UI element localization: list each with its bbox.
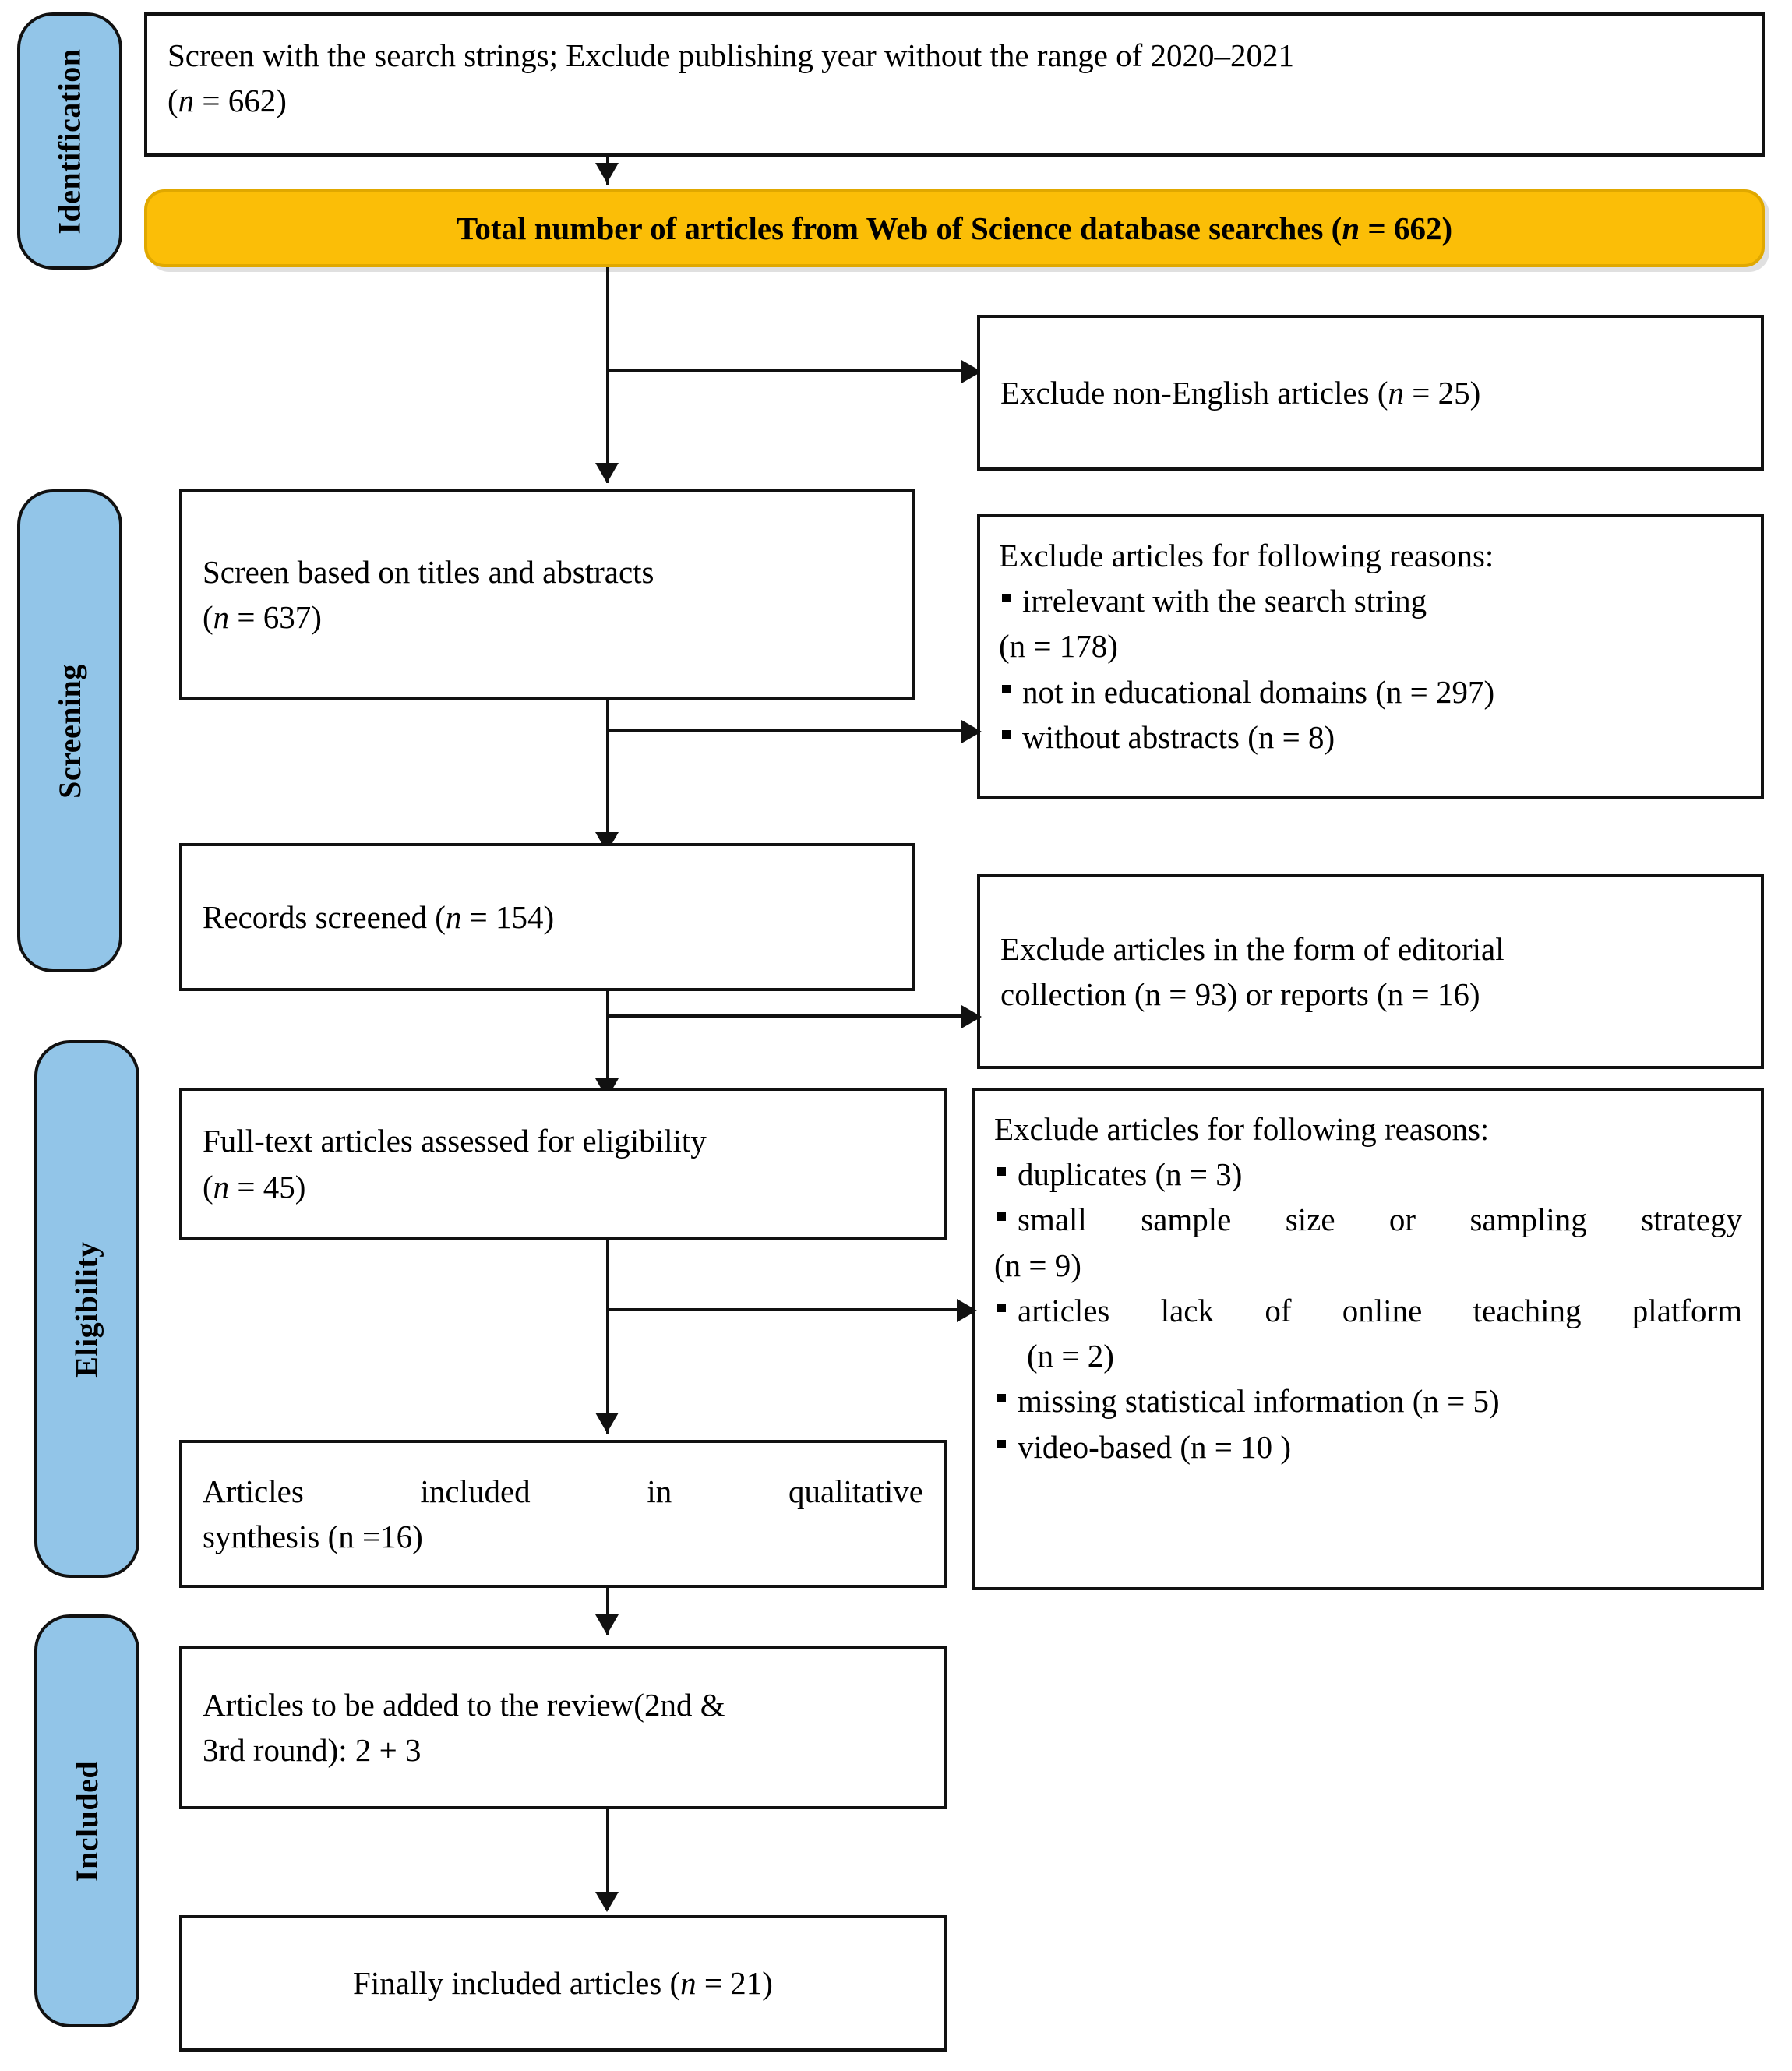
node-exclude-editorial-line2: collection (n = 93) or reports (n = 16)	[1000, 976, 1480, 1012]
connector-total-to-non-english	[606, 369, 974, 372]
node-finally-included-text: Finally included articles (n = 21)	[353, 1960, 773, 2006]
list-item: small sample size or sampling strategy	[994, 1197, 1742, 1242]
node-full-text-line2: (n = 45)	[203, 1164, 923, 1209]
paren-open: (	[203, 1168, 213, 1205]
stage-pill-identification: Identification	[17, 12, 122, 270]
arrowhead-screen-titles-to-exclusions	[961, 720, 982, 743]
node-total-articles-text: Total number of articles from Web of Sci…	[457, 206, 1452, 251]
node-eligibility-exclusions-heading: Exclude articles for following reasons:	[994, 1111, 1490, 1147]
arrowhead-records-to-editorial	[961, 1005, 982, 1028]
node-articles-to-add: Articles to be added to the review(2nd &…	[179, 1646, 947, 1809]
list-item: articles lack of online teaching platfor…	[994, 1288, 1742, 1333]
list-item: without abstracts (n = 8)	[999, 714, 1742, 760]
n-symbol: n	[213, 1168, 230, 1205]
node-search-strings: Screen with the search strings; Exclude …	[144, 12, 1765, 157]
connector-records-to-editorial	[606, 1014, 974, 1018]
count-value: = 662)	[194, 83, 287, 119]
arrowhead-search-to-total	[595, 163, 619, 183]
total-articles-prefix: Total number of articles from Web of Sci…	[456, 210, 1342, 246]
arrowhead-synthesis-to-add	[595, 1614, 619, 1635]
node-qualitative-synthesis-line1: Articles included in qualitative	[203, 1473, 923, 1509]
node-articles-to-add-line1: Articles to be added to the review(2nd &	[203, 1686, 725, 1723]
n-symbol: n	[445, 898, 462, 935]
n-symbol: n	[178, 83, 195, 119]
count-value: = 637)	[229, 599, 322, 635]
node-screen-titles-abstracts: Screen based on titles and abstracts (n …	[179, 489, 915, 700]
count-value: = 45)	[229, 1168, 306, 1205]
node-eligibility-exclusions: Exclude articles for following reasons: …	[972, 1088, 1764, 1590]
node-exclude-non-english-text: Exclude non-English articles (n = 25)	[1000, 370, 1741, 415]
node-exclude-editorial: Exclude articles in the form of editoria…	[977, 874, 1764, 1069]
node-screening-exclusions: Exclude articles for following reasons: …	[977, 514, 1764, 799]
list-item: video-based (n = 10 )	[994, 1424, 1742, 1469]
node-full-text-assessed: Full-text articles assessed for eligibil…	[179, 1088, 947, 1240]
node-qualitative-synthesis-line2: synthesis (n =16)	[203, 1519, 423, 1554]
node-articles-to-add-line2: 3rd round): 2 + 3	[203, 1732, 422, 1768]
arrowhead-total-to-screen-titles	[595, 463, 619, 483]
finally-included-prefix: Finally included articles (	[353, 1965, 681, 2002]
list-item: not in educational domains (n = 297)	[999, 669, 1742, 714]
count-value: = 21)	[696, 1965, 773, 2002]
screening-exclusions-list: irrelevant with the search string (n = 1…	[999, 578, 1742, 760]
node-records-screened: Records screened (n = 154)	[179, 843, 915, 991]
stage-pill-included-label: Included	[69, 1760, 105, 1882]
node-screen-titles-line2: (n = 637)	[203, 594, 892, 640]
node-full-text-line1: Full-text articles assessed for eligibil…	[203, 1123, 707, 1159]
list-item: missing statistical information (n = 5)	[994, 1378, 1742, 1424]
stage-pill-eligibility-label: Eligibility	[69, 1240, 104, 1378]
arrowhead-fulltext-to-synthesis	[595, 1413, 619, 1433]
stage-pill-screening: Screening	[17, 489, 122, 972]
list-item: (n = 9)	[994, 1247, 1081, 1283]
stage-pill-eligibility: Eligibility	[34, 1040, 139, 1578]
connector-fulltext-to-exclusions	[606, 1308, 969, 1311]
arrowhead-add-to-final	[595, 1892, 619, 1912]
list-item: (n = 2)	[1027, 1338, 1114, 1374]
count-value: = 25)	[1404, 374, 1481, 411]
count-value: = 154)	[461, 898, 555, 935]
n-symbol: n	[213, 599, 230, 635]
list-item: duplicates (n = 3)	[994, 1152, 1742, 1197]
paren-open: (	[203, 599, 213, 635]
paren-open: (	[168, 83, 178, 119]
records-screened-prefix: Records screened (	[203, 898, 446, 935]
count-value: = 662)	[1360, 210, 1453, 246]
node-total-articles: Total number of articles from Web of Sci…	[144, 189, 1765, 267]
stage-pill-screening-label: Screening	[52, 663, 87, 799]
list-item: irrelevant with the search string	[999, 578, 1742, 623]
n-symbol: n	[1342, 210, 1360, 246]
arrowhead-fulltext-to-exclusions	[957, 1299, 977, 1322]
exclude-non-english-prefix: Exclude non-English articles (	[1000, 374, 1388, 411]
connector-records-trunk	[606, 991, 609, 1102]
list-item: (n = 178)	[999, 628, 1118, 665]
node-screen-titles-line1: Screen based on titles and abstracts	[203, 553, 654, 590]
node-records-screened-text: Records screened (n = 154)	[203, 894, 892, 940]
node-search-strings-line2: (n = 662)	[168, 78, 1741, 123]
node-screening-exclusions-heading: Exclude articles for following reasons:	[999, 538, 1494, 573]
stage-pill-identification-label: Identification	[52, 48, 87, 235]
connector-screen-titles-to-exclusions	[606, 729, 974, 732]
node-exclude-non-english: Exclude non-English articles (n = 25)	[977, 315, 1764, 471]
stage-pill-included: Included	[34, 1614, 139, 2027]
n-symbol: n	[680, 1965, 697, 2002]
connector-add-to-final	[606, 1809, 609, 1910]
n-symbol: n	[1388, 374, 1405, 411]
node-qualitative-synthesis: Articles included in qualitative synthes…	[179, 1440, 947, 1588]
connector-screen-titles-trunk	[606, 700, 609, 856]
connector-total-trunk	[606, 267, 609, 483]
node-finally-included: Finally included articles (n = 21)	[179, 1915, 947, 2052]
node-exclude-editorial-line1: Exclude articles in the form of editoria…	[1000, 930, 1505, 967]
connector-synthesis-to-add	[606, 1588, 609, 1635]
connector-fulltext-trunk	[606, 1240, 609, 1434]
node-search-strings-line1: Screen with the search strings; Exclude …	[168, 37, 1295, 73]
eligibility-exclusions-list: duplicates (n = 3) small sample size or …	[994, 1152, 1742, 1469]
